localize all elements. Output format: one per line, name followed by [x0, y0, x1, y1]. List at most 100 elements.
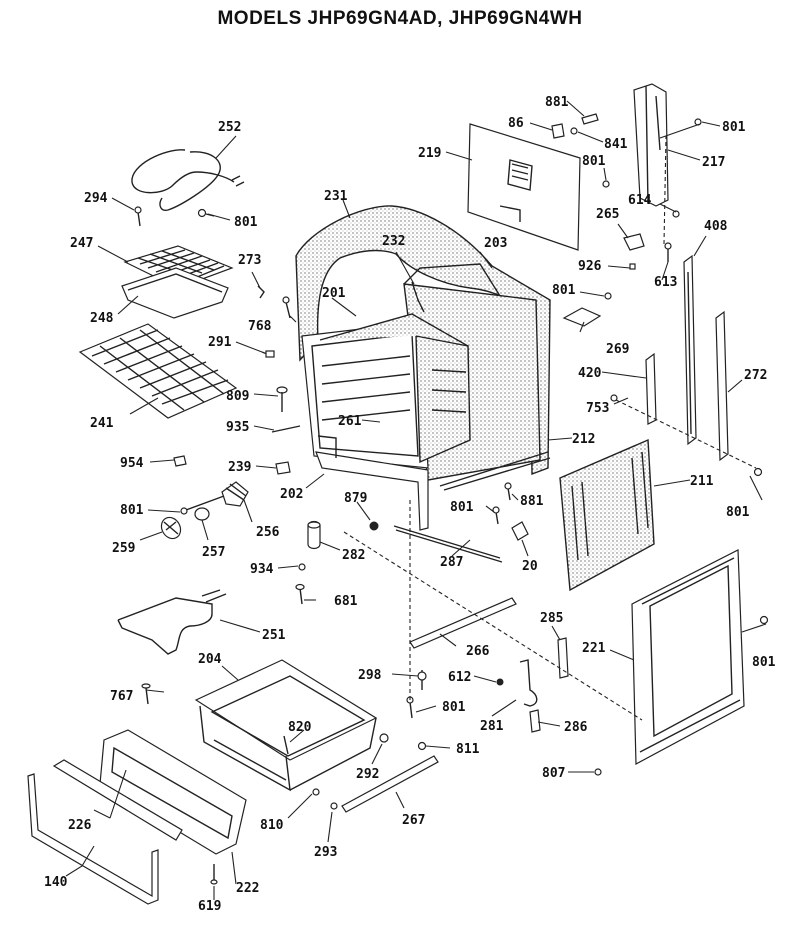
- part-86: [551, 123, 565, 139]
- callout-408: 408: [704, 219, 728, 234]
- callout-211: 211: [690, 474, 714, 489]
- callout-86: 86: [508, 116, 524, 131]
- callout-285: 285: [540, 611, 563, 626]
- callout-809: 809: [226, 389, 249, 404]
- callout-273: 273: [238, 253, 261, 268]
- part-841: [570, 127, 578, 135]
- callout-801: 801: [722, 120, 746, 135]
- callout-801: 801: [450, 500, 474, 515]
- callout-203: 203: [484, 236, 507, 251]
- callout-811: 811: [456, 742, 480, 757]
- callout-226: 226: [68, 818, 92, 833]
- trim-strip-272-part: [715, 310, 729, 462]
- screw-298-part: [417, 670, 427, 690]
- callout-881: 881: [520, 494, 544, 509]
- callout-239: 239: [228, 460, 251, 475]
- screw-810-part: [312, 788, 320, 796]
- part-20: [511, 521, 529, 541]
- callout-954: 954: [120, 456, 144, 471]
- screw-801-mid: [492, 506, 500, 525]
- screw-767-part: [141, 683, 151, 705]
- screw-801-panel: [753, 467, 763, 477]
- oven-rack-part: [78, 323, 238, 419]
- back-cover-part: [467, 123, 581, 251]
- screw-681-part: [295, 583, 305, 605]
- part-881-top: [581, 113, 599, 125]
- rod-287-part: [393, 525, 503, 563]
- screw-820-part: [283, 735, 289, 755]
- callout-267: 267: [402, 813, 425, 828]
- light-socket-part: [180, 481, 249, 515]
- callout-252: 252: [218, 120, 241, 135]
- callout-140: 140: [44, 875, 68, 890]
- callout-201: 201: [322, 286, 346, 301]
- diagram-title: MODELS JHP69GN4AD, JHP69GN4WH: [217, 8, 583, 29]
- leader-lines: [65, 100, 767, 900]
- screw-612-part: [496, 678, 504, 686]
- vent-channel-217-part: [633, 83, 669, 207]
- callout-612: 612: [448, 670, 471, 685]
- callout-807: 807: [542, 766, 565, 781]
- callout-221: 221: [582, 641, 606, 656]
- callout-281: 281: [480, 719, 504, 734]
- bracket-273-part: [257, 285, 265, 299]
- part-292: [379, 733, 389, 743]
- screw-801-low: [406, 696, 414, 719]
- callout-753: 753: [586, 401, 609, 416]
- door-inner-panel-part: [559, 438, 655, 592]
- callout-257: 257: [202, 545, 225, 560]
- oven-body-part: [295, 205, 551, 531]
- callout-293: 293: [314, 845, 337, 860]
- drawer-body-part: [194, 659, 378, 792]
- callout-251: 251: [262, 628, 286, 643]
- broil-element-part: [117, 589, 227, 655]
- callout-934: 934: [250, 562, 274, 577]
- callout-298: 298: [358, 668, 382, 683]
- washer-934-part: [298, 563, 306, 571]
- broiler-rack-part: [123, 245, 234, 289]
- callout-681: 681: [334, 594, 358, 609]
- screw-801-cover: [602, 180, 610, 188]
- callout-217: 217: [702, 155, 725, 170]
- trim-strip-408-part: [683, 254, 697, 446]
- plate-239-part: [275, 461, 291, 475]
- part-269: [562, 292, 612, 327]
- callout-labels: 881 86 841 801 217 219 801 614 252 294 8…: [44, 95, 776, 914]
- trim-strip-420-part: [645, 352, 657, 425]
- part-613: [664, 242, 672, 262]
- callout-287: 287: [440, 555, 463, 570]
- callout-272: 272: [744, 368, 767, 383]
- callout-801: 801: [552, 283, 576, 298]
- screw-801-door: [759, 615, 769, 625]
- screw-291-part: [261, 350, 275, 358]
- screw-294-part: [134, 206, 142, 227]
- callout-248: 248: [90, 311, 114, 326]
- callout-935: 935: [226, 420, 249, 435]
- callout-619: 619: [198, 899, 221, 914]
- callout-20: 20: [522, 559, 538, 574]
- screw-801-top: [694, 118, 702, 126]
- callout-232: 232: [382, 234, 405, 249]
- part-293: [330, 802, 338, 810]
- light-lens-part: [160, 516, 182, 540]
- screw-807-part: [594, 768, 602, 776]
- callout-801: 801: [726, 505, 750, 520]
- callout-219: 219: [418, 146, 441, 161]
- callout-881: 881: [545, 95, 569, 110]
- callout-614: 614: [628, 193, 652, 208]
- callout-841: 841: [604, 137, 628, 152]
- callout-294: 294: [84, 191, 108, 206]
- callout-801: 801: [120, 503, 144, 518]
- oven-door-part: [631, 549, 745, 765]
- rod-267-part: [341, 755, 439, 813]
- bake-element-part: [131, 149, 245, 212]
- callout-291: 291: [208, 335, 232, 350]
- callout-269: 269: [606, 342, 629, 357]
- pin-809-part: [276, 386, 288, 412]
- screw-811-part: [417, 741, 427, 751]
- screw-768-part: [282, 296, 291, 319]
- part-265: [623, 233, 645, 251]
- callout-261: 261: [338, 414, 362, 429]
- callout-801: 801: [442, 700, 466, 715]
